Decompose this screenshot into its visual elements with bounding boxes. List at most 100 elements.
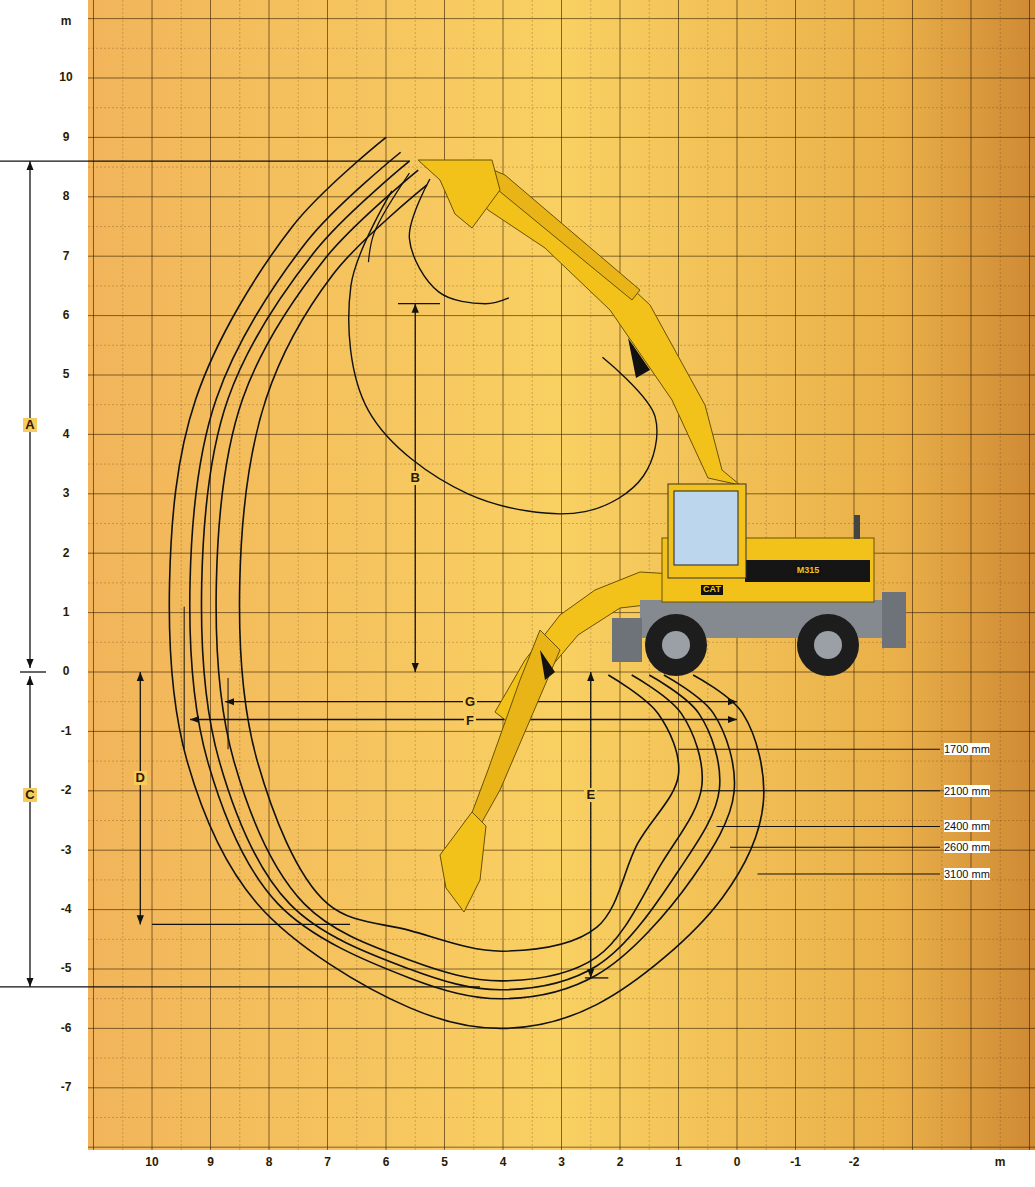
- axis-tick-label: 8: [266, 1156, 273, 1169]
- grid-line: [88, 464, 1035, 465]
- arm-length-label: 3100 mm: [944, 868, 990, 880]
- axis-tick-label: 5: [63, 368, 70, 381]
- grid-line: [88, 879, 1035, 880]
- grid-line: [386, 0, 387, 1150]
- grid-line: [88, 939, 1035, 940]
- axis-tick-label: 5: [441, 1156, 448, 1169]
- grid-line: [1000, 0, 1001, 1150]
- axis-tick-label: -6: [61, 1022, 72, 1035]
- boom-decal: [628, 338, 650, 378]
- bucket-lowered: [440, 812, 486, 912]
- axis-tick-label: 9: [207, 1156, 214, 1169]
- arm-length-label: 2600 mm: [944, 841, 990, 853]
- grid-line: [88, 404, 1035, 405]
- grid-line: [88, 790, 1035, 791]
- grid-line: [210, 0, 211, 1150]
- axis-tick-label: 4: [500, 1156, 507, 1169]
- grid-line: [88, 582, 1035, 583]
- reference-line: [0, 161, 410, 162]
- grid-line: [88, 196, 1035, 197]
- excavator: [418, 160, 906, 912]
- dimension-line: [225, 701, 737, 702]
- body-stripe: [745, 560, 870, 582]
- grid-line: [88, 761, 1035, 762]
- axis-tick-label: -4: [61, 903, 72, 916]
- grid-line: [88, 672, 1035, 673]
- axis-tick-label: 1: [63, 606, 70, 619]
- grid-line: [88, 137, 1035, 138]
- grid-line: [88, 78, 1035, 79]
- axis-tick-label: m: [995, 1156, 1006, 1169]
- dozer-blade: [612, 618, 642, 662]
- grid-line: [88, 107, 1035, 108]
- grid-line: [88, 998, 1035, 999]
- leader-line: [717, 826, 940, 827]
- dimension-letter: B: [409, 471, 422, 485]
- dimension-line: [29, 676, 30, 987]
- grid-line: [88, 909, 1035, 910]
- axis-tick-label: 8: [63, 190, 70, 203]
- axis-tick-label: -5: [61, 962, 72, 975]
- axis-tick-label: 3: [63, 487, 70, 500]
- arm-length-label: 1700 mm: [944, 743, 990, 755]
- grid: [88, 0, 1035, 1150]
- axis-tick-label: 10: [145, 1156, 158, 1169]
- reference-line: [398, 303, 440, 304]
- reference-line: [20, 671, 46, 672]
- grid-line: [88, 701, 1035, 702]
- outrigger: [882, 592, 906, 648]
- grid-line: [503, 0, 504, 1150]
- dimension-line: [590, 672, 591, 978]
- grid-line: [88, 48, 1035, 49]
- axis-tick-label: 6: [383, 1156, 390, 1169]
- stick-decal: [540, 650, 555, 680]
- axis-tick-label: 7: [324, 1156, 331, 1169]
- reference-line: [0, 986, 480, 987]
- reference-line: [585, 977, 608, 978]
- model-marking: M315: [795, 566, 822, 576]
- grid-line: [88, 493, 1035, 494]
- grid-line: [561, 0, 562, 1150]
- reference-line: [152, 924, 350, 925]
- reference-line: [184, 607, 185, 750]
- grid-line: [88, 820, 1035, 821]
- grid-line: [88, 731, 1035, 732]
- axis-tick-label: 6: [63, 309, 70, 322]
- grid-line: [88, 167, 1035, 168]
- model-marking: CAT: [701, 585, 723, 595]
- leader-line: [757, 873, 940, 874]
- reference-line: [228, 678, 229, 749]
- chart-ground: [88, 0, 1035, 1150]
- grid-line: [88, 1058, 1035, 1059]
- grid-line: [356, 0, 357, 1150]
- axis-tick-label: -7: [61, 1081, 72, 1094]
- grid-line: [88, 969, 1035, 970]
- axis-tick-label: 9: [63, 131, 70, 144]
- grid-line: [88, 850, 1035, 851]
- axis-tick-label: -3: [61, 844, 72, 857]
- grid-line: [93, 0, 94, 1150]
- grid-line: [88, 315, 1035, 316]
- dimension-letter: F: [464, 714, 476, 728]
- arm-length-label: 2100 mm: [944, 785, 990, 797]
- dimension-letter: D: [134, 771, 147, 785]
- grid-line: [152, 0, 153, 1150]
- grid-line: [269, 0, 270, 1150]
- boom-raised: [466, 170, 740, 485]
- wheel-hub: [662, 631, 690, 659]
- axis-tick-label: 10: [59, 71, 72, 84]
- axis-tick-label: 0: [734, 1156, 741, 1169]
- grid-line: [88, 1117, 1035, 1118]
- dimension-letter: A: [23, 418, 36, 432]
- grid-line: [88, 553, 1035, 554]
- cab-window: [674, 491, 738, 565]
- axis-tick-label: -1: [61, 725, 72, 738]
- grid-line: [88, 18, 1035, 19]
- axis-tick-label: 2: [63, 547, 70, 560]
- dimension-line: [415, 304, 416, 672]
- axis-tick-label: -1: [790, 1156, 801, 1169]
- reach-curve: [368, 173, 409, 262]
- grid-line: [88, 285, 1035, 286]
- grid-line: [88, 523, 1035, 524]
